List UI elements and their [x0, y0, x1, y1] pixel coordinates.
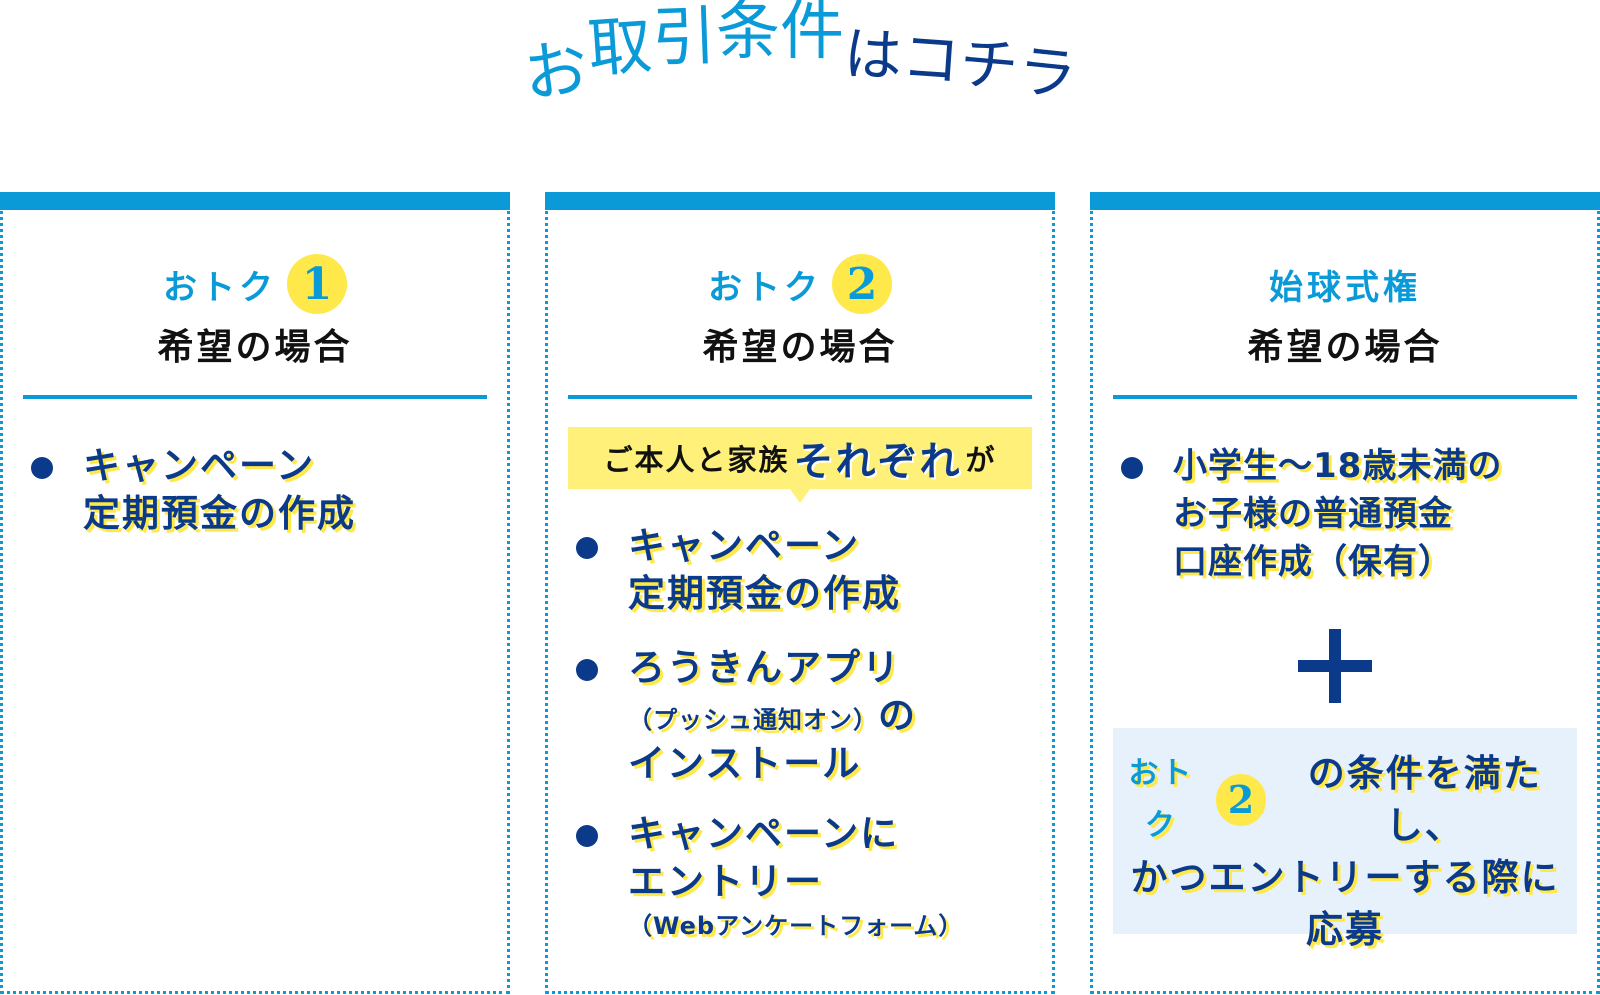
list-item-text: ろうきんアプリ （プッシュ通知オン）の インストール	[628, 644, 917, 788]
plus-icon	[1298, 629, 1372, 703]
list-item-text: キャンペーン 定期預金の作成	[628, 522, 901, 618]
bullet-dot-icon	[31, 457, 53, 479]
column-header: おトク 2 希望の場合	[548, 254, 1052, 370]
column-top-bar	[545, 192, 1055, 210]
column-otoku-2: おトク 2 希望の場合 ご本人と家族 それぞれ が キャンペーン 定期預金の作成…	[545, 192, 1055, 994]
list-item-line: お子様の普通預金	[1173, 494, 1453, 534]
title-seg-7: チ	[957, 28, 1021, 102]
column-top-bar	[0, 192, 510, 210]
column-subtitle: 希望の場合	[157, 327, 353, 368]
callout-text-after: が	[965, 443, 997, 477]
note-line-tail: の条件を満たし、	[1307, 752, 1542, 847]
list-item-line: インストール	[628, 742, 862, 785]
condition-note-box: おトク 2 の条件を満たし、 かつエントリーする際に 応募	[1113, 728, 1577, 951]
list-item-line: 定期預金の作成	[628, 572, 901, 615]
list-item-text: キャンペーン 定期預金の作成	[83, 442, 356, 538]
callout-text: ご本人と家族	[603, 443, 790, 477]
page-title: お 取 引 条件 は コ チ ラ	[0, 0, 1600, 120]
list-item-line: キャンペーン	[628, 524, 861, 567]
bullet-dot-icon	[576, 825, 598, 847]
column-first-pitch: 始球式権 希望の場合 小学生～18歳未満の お子様の普通預金 口座作成（保有） …	[1090, 192, 1600, 994]
column-label: おトク	[708, 267, 822, 308]
header-divider	[1113, 395, 1577, 399]
column-subtitle: 希望の場合	[702, 327, 898, 368]
column-otoku-1: おトク 1 希望の場合 キャンペーン 定期預金の作成	[0, 192, 510, 994]
list-item-line: キャンペーンに	[628, 812, 900, 855]
bullet-dot-icon	[576, 537, 598, 559]
list-item: キャンペーンに エントリー （Webアンケートフォーム）	[576, 810, 963, 946]
number-badge: 1	[287, 254, 347, 314]
column-header: 始球式権 希望の場合	[1093, 254, 1597, 370]
list-item-line: 定期預金の作成	[83, 492, 356, 535]
column-top-bar	[1090, 192, 1600, 210]
list-item-line: ろうきんアプリ	[628, 646, 901, 689]
list-item: 小学生～18歳未満の お子様の普通預金 口座作成（保有）	[1121, 442, 1502, 586]
note-line: おトク 2 の条件を満たし、	[1113, 748, 1577, 852]
list-item-note: （プッシュ通知オン）	[628, 706, 878, 734]
column-label: 始球式権	[1269, 267, 1421, 308]
column-label: おトク	[163, 267, 277, 308]
note-label: おトク	[1128, 756, 1195, 843]
list-item-note: （Webアンケートフォーム）	[628, 912, 964, 940]
column-subtitle: 希望の場合	[1247, 327, 1443, 368]
header-divider	[23, 395, 487, 399]
list-item: キャンペーン 定期預金の作成	[31, 442, 356, 538]
list-item-line: キャンペーン	[83, 444, 316, 487]
list-item-line: エントリー	[628, 860, 823, 903]
column-label-row: おトク 1	[3, 254, 507, 314]
callout-tail-icon	[790, 489, 810, 503]
title-seg-3: 引	[650, 0, 718, 77]
column-label-row: 始球式権	[1093, 254, 1597, 314]
column-header: おトク 1 希望の場合	[3, 254, 507, 370]
number-badge: 2	[1215, 774, 1267, 826]
list-item: キャンペーン 定期預金の作成	[576, 522, 901, 618]
note-line: 応募	[1306, 908, 1384, 951]
bullet-dot-icon	[1121, 457, 1143, 479]
title-seg-1: お	[519, 31, 593, 113]
list-item-line-tail: の	[878, 694, 917, 737]
list-item-text: キャンペーンに エントリー （Webアンケートフォーム）	[628, 810, 963, 946]
callout-emphasis: それぞれ	[793, 439, 962, 485]
title-seg-6: コ	[899, 23, 963, 95]
bullet-dot-icon	[576, 659, 598, 681]
list-item-line: 小学生～18歳未満の	[1173, 446, 1503, 486]
list-item-text: 小学生～18歳未満の お子様の普通預金 口座作成（保有）	[1173, 442, 1502, 586]
title-seg-8: ラ	[1014, 36, 1080, 110]
title-seg-5: は	[842, 19, 904, 91]
note-line: かつエントリーする際に	[1130, 856, 1560, 899]
list-item: ろうきんアプリ （プッシュ通知オン）の インストール	[576, 644, 917, 788]
title-seg-2: 取	[585, 8, 655, 88]
list-item-line: 口座作成（保有）	[1173, 542, 1453, 582]
callout-banner: ご本人と家族 それぞれ が	[568, 427, 1032, 503]
list-item-line: （プッシュ通知オン）の	[628, 692, 917, 740]
header-divider	[568, 395, 1032, 399]
number-badge: 2	[832, 254, 892, 314]
title-seg-4: 条件	[715, 0, 844, 69]
column-label-row: おトク 2	[548, 254, 1052, 314]
